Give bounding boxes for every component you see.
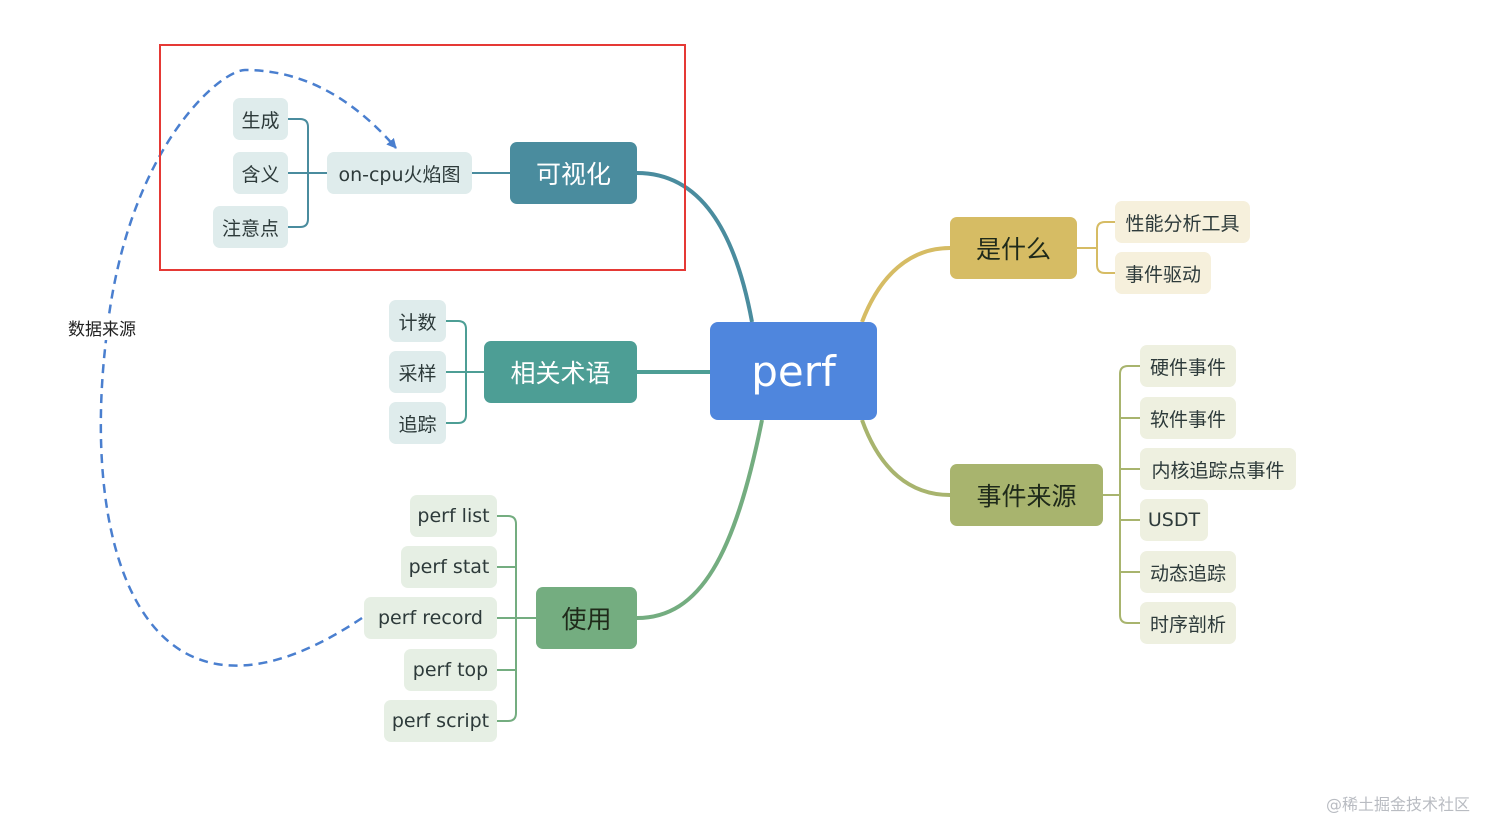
- bracket-what: [1077, 221, 1115, 274]
- bracket-terms: [446, 320, 484, 424]
- link-root-what: [860, 246, 951, 323]
- relation-dashed-curve: [99, 68, 397, 667]
- leaf-kernel-tracepoint-events[interactable]: 内核追踪点事件: [1140, 448, 1296, 490]
- leaf-perf-top[interactable]: perf top: [404, 649, 497, 691]
- leaf-timed-profiling[interactable]: 时序剖析: [1140, 602, 1236, 644]
- leaf-perf-list[interactable]: perf list: [410, 495, 497, 537]
- relation-label[interactable]: 数据来源: [67, 315, 137, 340]
- watermark: @稀土掘金技术社区: [1326, 795, 1471, 814]
- link-root-events: [860, 419, 951, 497]
- leaf-caveats[interactable]: 注意点: [213, 206, 288, 248]
- leaf-meaning[interactable]: 含义: [233, 152, 288, 194]
- leaf-usdt[interactable]: USDT: [1140, 499, 1208, 541]
- branch-terms[interactable]: 相关术语: [484, 341, 637, 403]
- node-on-cpu-flamegraph[interactable]: on-cpu火焰图: [327, 152, 472, 194]
- leaf-perf-script[interactable]: perf script: [384, 700, 497, 742]
- leaf-generate[interactable]: 生成: [233, 98, 288, 140]
- leaf-perf-analysis-tool[interactable]: 性能分析工具: [1115, 201, 1250, 243]
- branch-event-sources[interactable]: 事件来源: [950, 464, 1103, 526]
- branch-usage[interactable]: 使用: [536, 587, 637, 649]
- leaf-counting[interactable]: 计数: [389, 300, 446, 342]
- leaf-perf-stat[interactable]: perf stat: [401, 546, 497, 588]
- leaf-perf-record[interactable]: perf record: [364, 597, 497, 639]
- branch-visualization[interactable]: 可视化: [510, 142, 637, 204]
- branch-what[interactable]: 是什么: [950, 217, 1077, 279]
- root-node-perf[interactable]: perf: [710, 322, 877, 420]
- link-root-usage: [636, 419, 764, 620]
- link-root-visual: [636, 171, 754, 323]
- bracket-visual: [288, 118, 309, 228]
- leaf-event-driven[interactable]: 事件驱动: [1115, 252, 1211, 294]
- leaf-hardware-events[interactable]: 硬件事件: [1140, 345, 1236, 387]
- leaf-tracing[interactable]: 追踪: [389, 402, 446, 444]
- leaf-software-events[interactable]: 软件事件: [1140, 397, 1236, 439]
- leaf-dynamic-tracing[interactable]: 动态追踪: [1140, 551, 1236, 593]
- bracket-events: [1103, 365, 1140, 624]
- bracket-usage: [497, 515, 536, 722]
- leaf-sampling[interactable]: 采样: [389, 351, 446, 393]
